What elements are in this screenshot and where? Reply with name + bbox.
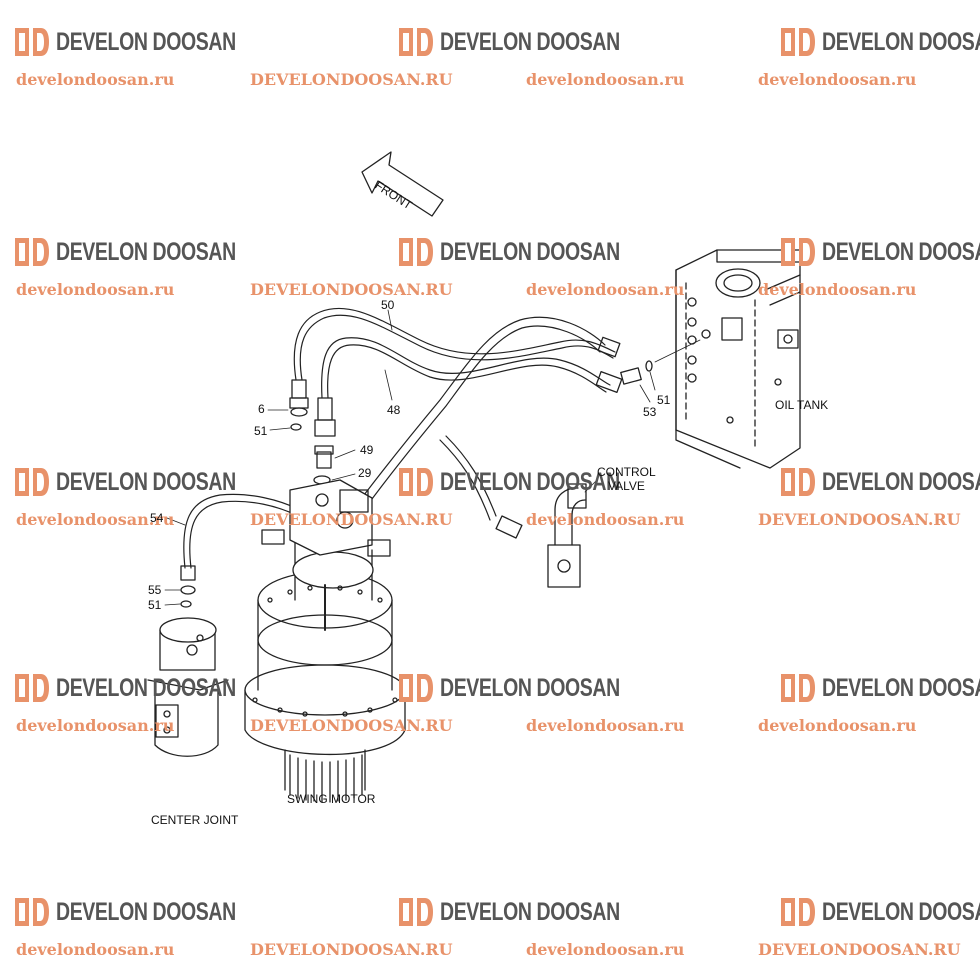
watermark-logo: DEVELON DOOSAN — [14, 896, 287, 928]
watermark-url: develondoosan.ru — [16, 716, 175, 735]
watermark-logo: DEVELON DOOSAN — [14, 236, 287, 268]
watermark-brand: DEVELON DOOSAN — [822, 467, 980, 496]
watermark-brand: DEVELON DOOSAN — [56, 467, 236, 496]
callout-55: 55 — [148, 583, 162, 597]
watermark-logo: DEVELON DOOSAN — [780, 466, 980, 498]
fitting-49 — [314, 397, 336, 469]
watermark-url: develondoosan.ru — [526, 70, 685, 89]
doosan-logo-icon — [781, 674, 815, 702]
callout-49: 49 — [360, 443, 374, 457]
watermark-url: develondoosan.ru — [758, 280, 917, 299]
fitting-55 — [180, 565, 196, 595]
callout-48: 48 — [387, 403, 401, 417]
fitting-6 — [289, 379, 309, 417]
watermark-logo: DEVELON DOOSAN — [14, 672, 287, 704]
callout-50: 50 — [381, 298, 395, 312]
doosan-logo-icon — [15, 28, 49, 56]
watermark-url: DEVELONDOOSAN.RU — [758, 940, 961, 959]
watermark-logo: DEVELON DOOSAN — [780, 236, 980, 268]
watermark-brand: DEVELON DOOSAN — [440, 673, 620, 702]
o-ring-51-tank — [645, 360, 653, 372]
watermark-url: develondoosan.ru — [758, 70, 917, 89]
watermark-url: develondoosan.ru — [526, 280, 685, 299]
watermark-logo: DEVELON DOOSAN — [398, 236, 671, 268]
watermark-logo: DEVELON DOOSAN — [780, 672, 980, 704]
watermark-logo: DEVELON DOOSAN — [780, 896, 980, 928]
watermark-url: DEVELONDOOSAN.RU — [250, 510, 453, 529]
callout-51: 51 — [254, 424, 268, 438]
center-joint-label: CENTER JOINT — [151, 813, 239, 827]
oil-tank-label: OIL TANK — [775, 398, 829, 412]
control-valve-label-1: CONTROL — [597, 465, 656, 479]
doosan-logo-icon — [399, 674, 433, 702]
doosan-logo-icon — [781, 898, 815, 926]
control-valve-label-2: VALVE — [608, 479, 645, 493]
watermark-url: DEVELONDOOSAN.RU — [758, 510, 961, 529]
doosan-logo-icon — [15, 898, 49, 926]
watermark-logo: DEVELON DOOSAN — [398, 896, 671, 928]
watermark-logo: DEVELON DOOSAN — [398, 672, 671, 704]
watermark-url: develondoosan.ru — [526, 510, 685, 529]
callout-51-joint: 51 — [148, 598, 162, 612]
watermark-brand: DEVELON DOOSAN — [440, 237, 620, 266]
watermark-url: DEVELONDOOSAN.RU — [250, 716, 453, 735]
oil-tank-drawing — [675, 249, 801, 469]
watermark-url: develondoosan.ru — [16, 280, 175, 299]
doosan-logo-icon — [15, 238, 49, 266]
swing-motor-drawing — [244, 479, 406, 803]
doosan-logo-icon — [781, 238, 815, 266]
watermark-brand: DEVELON DOOSAN — [56, 27, 236, 56]
watermark-logo: DEVELON DOOSAN — [14, 26, 287, 58]
control-valve-drawing — [495, 483, 587, 588]
doosan-logo-icon — [399, 238, 433, 266]
doosan-logo-icon — [399, 898, 433, 926]
watermark-url: develondoosan.ru — [758, 716, 917, 735]
watermark-brand: DEVELON DOOSAN — [440, 897, 620, 926]
o-ring-51 — [290, 423, 302, 431]
o-ring-51-joint — [180, 600, 192, 608]
watermark-url: DEVELONDOOSAN.RU — [250, 70, 453, 89]
watermark-logo: DEVELON DOOSAN — [14, 466, 287, 498]
doosan-logo-icon — [399, 468, 433, 496]
watermark-url: develondoosan.ru — [526, 940, 685, 959]
watermark-brand: DEVELON DOOSAN — [440, 467, 620, 496]
watermark-brand: DEVELON DOOSAN — [822, 237, 980, 266]
hose-48 — [321, 337, 611, 399]
center-joint-drawing — [147, 617, 229, 757]
doosan-logo-icon — [781, 468, 815, 496]
callout-6: 6 — [258, 402, 265, 416]
watermark-brand: DEVELON DOOSAN — [56, 673, 236, 702]
doosan-logo-icon — [15, 674, 49, 702]
watermark-brand: DEVELON DOOSAN — [56, 237, 236, 266]
watermark-logo: DEVELON DOOSAN — [398, 26, 671, 58]
hose-50 — [293, 307, 616, 381]
watermark-url: develondoosan.ru — [16, 70, 175, 89]
watermark-url: DEVELONDOOSAN.RU — [250, 940, 453, 959]
callout-54: 54 — [150, 511, 164, 525]
watermark-url: develondoosan.ru — [16, 510, 175, 529]
watermark-brand: DEVELON DOOSAN — [822, 673, 980, 702]
callout-51-tank: 51 — [657, 393, 671, 407]
doosan-logo-icon — [15, 468, 49, 496]
hose-54 — [183, 493, 301, 569]
watermark-url: DEVELONDOOSAN.RU — [250, 280, 453, 299]
swing-motor-label: SWING MOTOR — [287, 792, 376, 806]
hose-control-valve — [329, 316, 606, 547]
watermark-url: develondoosan.ru — [526, 716, 685, 735]
watermark-logo: DEVELON DOOSAN — [398, 466, 671, 498]
front-direction-arrow — [361, 151, 444, 217]
watermark-brand: DEVELON DOOSAN — [56, 897, 236, 926]
doosan-logo-icon — [781, 28, 815, 56]
watermark-logo: DEVELON DOOSAN — [780, 26, 980, 58]
watermark-url: develondoosan.ru — [16, 940, 175, 959]
fitting-53 — [595, 336, 642, 393]
doosan-logo-icon — [399, 28, 433, 56]
watermark-brand: DEVELON DOOSAN — [822, 27, 980, 56]
callout-29: 29 — [358, 466, 372, 480]
callout-53: 53 — [643, 405, 657, 419]
watermark-brand: DEVELON DOOSAN — [822, 897, 980, 926]
watermark-brand: DEVELON DOOSAN — [440, 27, 620, 56]
